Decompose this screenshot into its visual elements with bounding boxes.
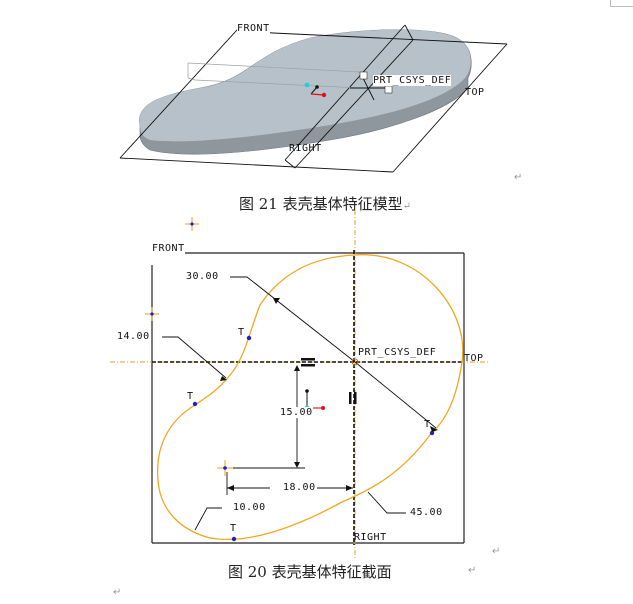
- top-plane-label: TOP: [465, 87, 485, 98]
- page-corner-mark: [610, 0, 633, 7]
- right-plane-label: RIGHT: [354, 532, 387, 543]
- dimension-r30[interactable]: 30.00: [186, 271, 219, 282]
- figure-20-caption-text: 图 20 表壳基体特征截面: [228, 563, 392, 581]
- figure-20-sketch-view: FRONT PRT_CSYS_DEF TOP RIGHT 30.00 14.00…: [110, 210, 510, 565]
- paragraph-mark: ↵: [468, 565, 477, 576]
- tangent-label: T: [238, 327, 245, 338]
- csys-label: PRT_CSYS_DEF: [358, 347, 437, 358]
- dimension-r10[interactable]: 10.00: [233, 502, 266, 513]
- dimension-r14[interactable]: 14.00: [117, 331, 150, 342]
- figure-21-caption: 图 21 表壳基体特征模型↵: [239, 193, 411, 214]
- paragraph-mark: ↵: [514, 172, 523, 183]
- figure-21-model-view: FRONT PRT_CSYS_DEF TOP RIGHT: [110, 0, 530, 180]
- sketch-section-illustration: [110, 210, 490, 565]
- paragraph-mark: ↵: [113, 587, 122, 598]
- figure-20-caption: 图 20 表壳基体特征截面: [228, 561, 392, 582]
- dimension-15[interactable]: 15.00: [280, 407, 313, 418]
- return-mark: ↵: [402, 201, 412, 212]
- paragraph-mark: ↵: [492, 546, 501, 557]
- tangent-label: T: [424, 419, 431, 430]
- dimension-18[interactable]: 18.00: [283, 482, 316, 493]
- front-plane-label: FRONT: [152, 243, 185, 254]
- csys-label: PRT_CSYS_DEF: [373, 75, 452, 86]
- tangent-label: T: [230, 523, 237, 534]
- front-plane-label: FRONT: [237, 23, 270, 34]
- dimension-r45[interactable]: 45.00: [410, 507, 443, 518]
- model-3d-illustration: [119, 24, 508, 173]
- tangent-label: T: [187, 391, 194, 402]
- top-plane-label: TOP: [464, 353, 484, 364]
- right-plane-label: RIGHT: [289, 143, 322, 154]
- figure-21-caption-text: 图 21 表壳基体特征模型: [239, 195, 403, 213]
